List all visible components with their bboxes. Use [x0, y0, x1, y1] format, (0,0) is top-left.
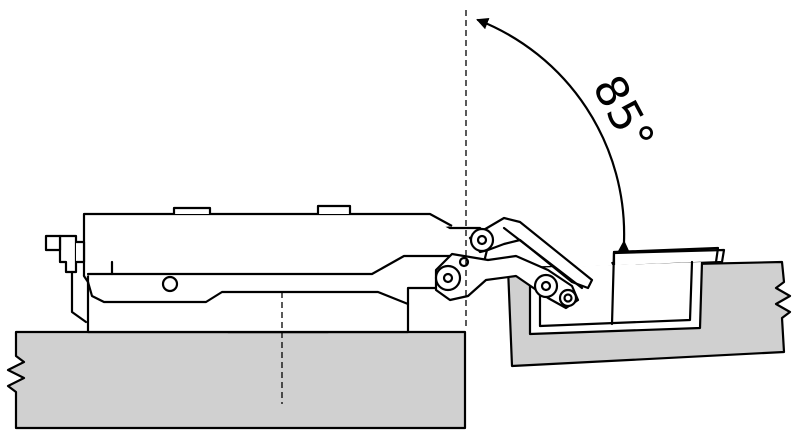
angle-label: 85°	[582, 67, 664, 160]
cam-adjuster	[44, 234, 88, 324]
adjustment-screw-icon	[161, 275, 179, 293]
cabinet-panel	[6, 330, 467, 430]
hinge-arm	[82, 204, 492, 334]
opening-angle-indicator: 85°	[476, 18, 664, 253]
